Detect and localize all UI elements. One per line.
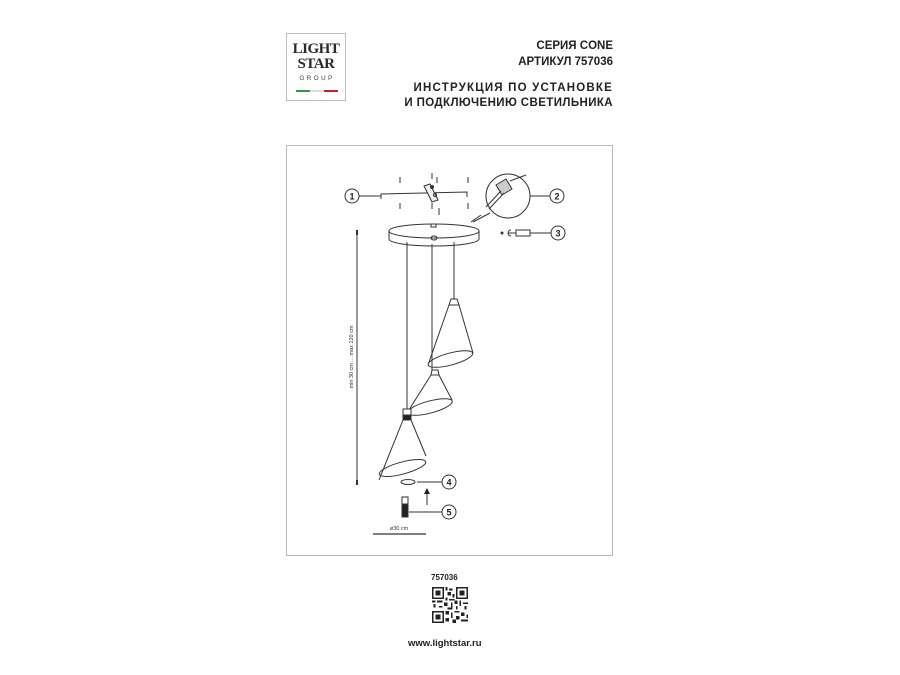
italian-flag-stripe	[296, 90, 338, 92]
logo-text-star: STAR	[297, 56, 335, 72]
cone-shade-2	[406, 369, 453, 416]
instruction-title-line1: ИНСТРУКЦИЯ ПО УСТАНОВКЕ	[413, 82, 613, 94]
diagram-frame	[286, 145, 613, 556]
footer-article-number: 757036	[431, 573, 458, 582]
bulb-icon	[401, 496, 457, 520]
logo-text-group: GROUP	[299, 75, 335, 82]
cone-shade-3	[378, 408, 427, 481]
lightstar-logo: LIGHT STAR GROUP	[286, 33, 346, 101]
ceiling-canopy	[388, 223, 480, 247]
callout-2: 2	[554, 192, 559, 202]
callout-5: 5	[446, 508, 451, 518]
article-label: АРТИКУЛ 757036	[518, 56, 613, 68]
callout-3: 3	[555, 229, 560, 239]
installation-diagram: 1 2 3 4 5 min 30 cm ... max 120 cm ø30 c…	[344, 173, 566, 535]
height-dimension-label: min 30 cm ... max 120 cm	[349, 325, 355, 388]
series-label: СЕРИЯ CONE	[536, 40, 613, 52]
qr-code-icon[interactable]	[432, 587, 468, 623]
diameter-dimension-label: ø30 cm	[390, 526, 409, 532]
website-link[interactable]: www.lightstar.ru	[408, 638, 482, 649]
lamp-ring-icon	[400, 474, 457, 505]
cone-shade-1	[427, 298, 474, 368]
mounting-bracket-icon	[344, 173, 469, 215]
wire-connector-detail-icon	[470, 173, 565, 223]
logo-text-light: LIGHT	[292, 41, 340, 57]
callout-4: 4	[446, 478, 451, 488]
instruction-title-line2: И ПОДКЛЮЧЕНИЮ СВЕТИЛЬНИКА	[404, 97, 613, 109]
screw-plug-icon	[500, 225, 566, 241]
callout-1: 1	[349, 192, 354, 202]
